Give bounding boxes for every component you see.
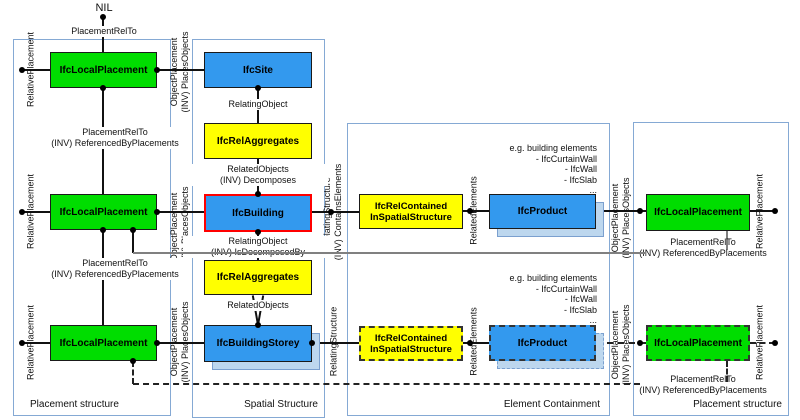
column-element-containment <box>347 123 610 416</box>
connection-dot <box>467 208 473 214</box>
node-ifclocalplacement: IfcLocalPlacement <box>50 194 157 230</box>
label-relating-object: RelatingObject <box>208 99 308 110</box>
cross-link-placement-rel-to-dashed <box>133 383 640 385</box>
connection-dot <box>772 208 778 214</box>
connector-line <box>22 342 50 344</box>
node-ifcbuilding-highlighted: IfcBuilding <box>204 194 312 232</box>
label-example-building-elements: e.g. building elements - IfcCurtainWall … <box>509 273 597 325</box>
connector-line-dashed <box>750 342 775 344</box>
node-ifcrelcontainedinspatialstructure-occurrence: IfcRelContained InSpatialStructure <box>359 326 463 361</box>
connection-dot <box>637 208 643 214</box>
connection-dot <box>100 85 106 91</box>
connection-dot <box>255 229 261 235</box>
node-ifcrelcontainedinspatialstructure: IfcRelContained InSpatialStructure <box>359 194 463 229</box>
caption-placement-structure: Placement structure <box>30 399 119 410</box>
node-ifclocalplacement-occurrence: IfcLocalPlacement <box>646 325 750 361</box>
label-related-objects-inv: RelatedObjects (INV) Decomposes <box>188 164 328 186</box>
connector-line <box>132 230 134 253</box>
connection-dot <box>19 340 25 346</box>
node-ifcbuildingstorey: IfcBuildingStorey <box>204 325 312 362</box>
label-placement-rel-to-inv: PlacementRelTo (INV) ReferencedByPlaceme… <box>639 374 767 395</box>
connection-dot <box>130 358 136 364</box>
connector-line <box>157 211 204 213</box>
caption-placement-structure: Placement structure <box>693 399 782 410</box>
connector-line <box>22 211 50 213</box>
connector-line <box>157 69 204 71</box>
label-example-building-elements: e.g. building elements - IfcCurtainWall … <box>509 143 597 195</box>
node-ifclocalplacement: IfcLocalPlacement <box>50 52 157 88</box>
label-relating-structure: RelatingStructure <box>328 306 339 377</box>
caption-element-containment: Element Containment <box>503 399 600 410</box>
connection-dot <box>100 227 106 233</box>
node-ifcrelaggregates: IfcRelAggregates <box>204 260 312 295</box>
label-placement-rel-to-inv: PlacementRelTo (INV) ReferencedByPlaceme… <box>40 127 190 149</box>
connection-dot <box>772 340 778 346</box>
node-ifcrelaggregates: IfcRelAggregates <box>204 123 312 159</box>
label-object-placement: ObjectPlacement (INV) PlacesObjects <box>169 31 190 113</box>
connection-dot <box>100 14 106 20</box>
node-ifclocalplacement: IfcLocalPlacement <box>646 194 750 231</box>
node-ifclocalplacement: IfcLocalPlacement <box>50 325 157 361</box>
column-placement-structure-right <box>633 122 789 416</box>
connection-dot <box>154 209 160 215</box>
connection-dot <box>19 209 25 215</box>
node-ifcproduct: IfcProduct <box>489 194 596 229</box>
connector-line <box>22 69 50 71</box>
connection-dot <box>154 340 160 346</box>
label-relative-placement: RelativePlacement <box>25 304 36 381</box>
label-relating-object-inv: RelatingObject (INV) IsDecomposedBy <box>183 236 333 258</box>
connection-dot <box>154 67 160 73</box>
connector-line <box>157 342 204 344</box>
connector-line <box>750 210 775 212</box>
connection-dot <box>467 340 473 346</box>
label-relative-placement: RelativePlacement <box>25 173 36 250</box>
connection-dot <box>328 209 334 215</box>
label-object-placement: ObjectPlacement (INV) PlacesObjects <box>169 301 190 383</box>
connector-line-dashed <box>726 361 728 382</box>
connector-line <box>463 210 489 212</box>
label-nil: NIL <box>84 3 124 14</box>
connection-dot <box>19 67 25 73</box>
label-placement-rel-to-inv: PlacementRelTo (INV) ReferencedByPlaceme… <box>639 237 767 258</box>
connection-dot <box>637 340 643 346</box>
connector-line <box>312 342 359 344</box>
column-spatial-structure <box>192 39 325 418</box>
label-relative-placement: RelativePlacement <box>25 31 36 108</box>
connection-dot <box>130 227 136 233</box>
connection-dot <box>255 191 261 197</box>
column-placement-structure-left <box>13 39 171 416</box>
node-ifcproduct-occurrence: IfcProduct <box>489 325 596 361</box>
connection-dot <box>309 340 315 346</box>
connector-line <box>726 231 728 250</box>
cross-link-placement-rel-to <box>133 252 645 254</box>
label-placement-rel-to: PlacementRelTo <box>64 26 144 37</box>
caption-spatial-structure: Spatial Structure <box>244 399 318 410</box>
connector-line <box>312 211 359 213</box>
connector-line <box>596 210 646 212</box>
connection-dot <box>255 322 261 328</box>
connector-line-dashed <box>596 342 646 344</box>
label-placement-rel-to-inv: PlacementRelTo (INV) ReferencedByPlaceme… <box>40 258 190 280</box>
node-ifcsite: IfcSite <box>204 52 312 88</box>
connector-line <box>463 342 489 344</box>
connector-line-dashed <box>132 361 134 384</box>
label-related-objects: RelatedObjects <box>208 300 308 311</box>
connection-dot <box>255 85 261 91</box>
